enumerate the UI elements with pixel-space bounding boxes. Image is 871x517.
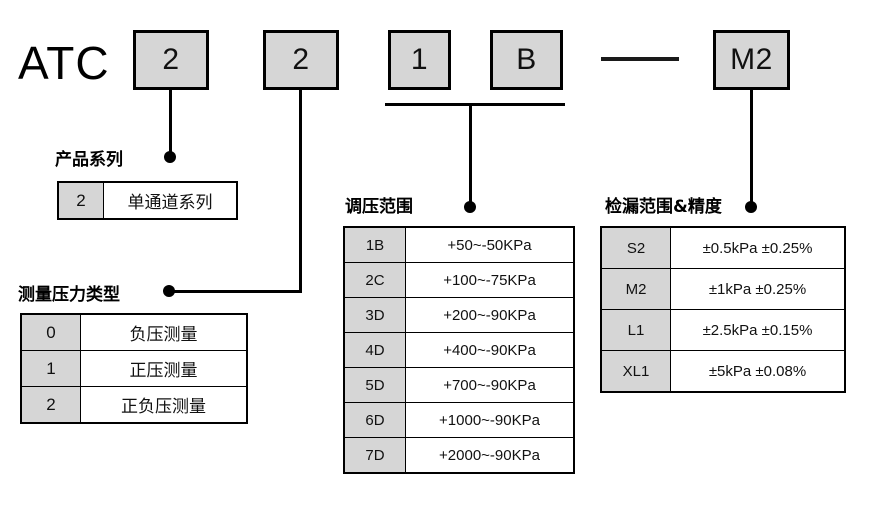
table-row: M2 ±1kPa ±0.25%	[600, 268, 846, 310]
leak-code-cell: XL1	[600, 350, 671, 393]
range-desc-cell: +100~-75KPa	[405, 262, 575, 298]
connector-ptype-horizontal	[169, 290, 302, 293]
table-row: L1 ±2.5kPa ±0.15%	[600, 309, 846, 351]
ptype-desc-cell: 正压测量	[80, 350, 248, 387]
table-series: 2 单通道系列	[57, 181, 238, 220]
ptype-code-cell: 2	[20, 386, 81, 424]
range-desc-cell: +50~-50KPa	[405, 226, 575, 263]
connector-range-bracket	[385, 103, 565, 106]
table-row: 1B +50~-50KPa	[343, 226, 575, 263]
connector-range-vertical	[469, 103, 472, 208]
range-desc-cell: +700~-90KPa	[405, 367, 575, 403]
table-row: 5D +700~-90KPa	[343, 367, 575, 403]
table-row: XL1 ±5kPa ±0.08%	[600, 350, 846, 393]
range-code-cell: 5D	[343, 367, 406, 403]
connector-ptype-vertical	[299, 90, 302, 293]
table-row: 4D +400~-90KPa	[343, 332, 575, 368]
leak-desc-cell: ±0.5kPa ±0.25%	[670, 226, 846, 269]
range-code-cell: 4D	[343, 332, 406, 368]
range-code-cell: 2C	[343, 262, 406, 298]
range-code-cell: 6D	[343, 402, 406, 438]
table-row: 0 负压测量	[20, 313, 248, 351]
code-box-range-digit[interactable]: 1	[388, 30, 451, 90]
code-box-pressure-type[interactable]: 2	[263, 30, 339, 90]
ptype-desc-cell: 负压测量	[80, 313, 248, 351]
range-desc-cell: +1000~-90KPa	[405, 402, 575, 438]
ptype-code-cell: 0	[20, 313, 81, 351]
leak-code-cell: L1	[600, 309, 671, 351]
leak-desc-cell: ±5kPa ±0.08%	[670, 350, 846, 393]
connector-ptype-dot-icon	[163, 285, 175, 297]
range-desc-cell: +400~-90KPa	[405, 332, 575, 368]
range-desc-cell: +2000~-90KPa	[405, 437, 575, 474]
connector-range-dot-icon	[464, 201, 476, 213]
ptype-desc-cell: 正负压测量	[80, 386, 248, 424]
connector-series-vertical	[169, 90, 172, 156]
caption-pressure-range: 调压范围	[345, 197, 413, 217]
code-box-range-letter[interactable]: B	[490, 30, 563, 90]
leak-desc-cell: ±1kPa ±0.25%	[670, 268, 846, 310]
connector-series-dot-icon	[164, 151, 176, 163]
table-row: 2 正负压测量	[20, 386, 248, 424]
table-row: 7D +2000~-90KPa	[343, 437, 575, 474]
leak-code-cell: S2	[600, 226, 671, 269]
code-box-series[interactable]: 2	[133, 30, 209, 90]
table-row: 2 单通道系列	[57, 181, 238, 220]
table-pressure-range: 1B +50~-50KPa 2C +100~-75KPa 3D +200~-90…	[343, 226, 575, 474]
leak-desc-cell: ±2.5kPa ±0.15%	[670, 309, 846, 351]
caption-series: 产品系列	[55, 150, 123, 170]
table-row: 3D +200~-90KPa	[343, 297, 575, 333]
series-desc-cell: 单通道系列	[103, 181, 238, 220]
range-code-cell: 1B	[343, 226, 406, 263]
connector-leak-vertical	[750, 90, 753, 208]
range-code-cell: 7D	[343, 437, 406, 474]
range-desc-cell: +200~-90KPa	[405, 297, 575, 333]
table-row: 2C +100~-75KPa	[343, 262, 575, 298]
separator-dash-icon	[601, 57, 679, 61]
ptype-code-cell: 1	[20, 350, 81, 387]
connector-leak-dot-icon	[745, 201, 757, 213]
brand-label: ATC	[18, 37, 110, 89]
table-row: S2 ±0.5kPa ±0.25%	[600, 226, 846, 269]
caption-pressure-type: 测量压力类型	[18, 285, 120, 305]
table-leak-range: S2 ±0.5kPa ±0.25% M2 ±1kPa ±0.25% L1 ±2.…	[600, 226, 846, 393]
code-box-leak[interactable]: M2	[713, 30, 790, 90]
caption-leak-range: 检漏范围&精度	[605, 197, 722, 217]
range-code-cell: 3D	[343, 297, 406, 333]
table-row: 6D +1000~-90KPa	[343, 402, 575, 438]
table-pressure-type: 0 负压测量 1 正压测量 2 正负压测量	[20, 313, 248, 424]
table-row: 1 正压测量	[20, 350, 248, 387]
leak-code-cell: M2	[600, 268, 671, 310]
series-code-cell: 2	[57, 181, 104, 220]
